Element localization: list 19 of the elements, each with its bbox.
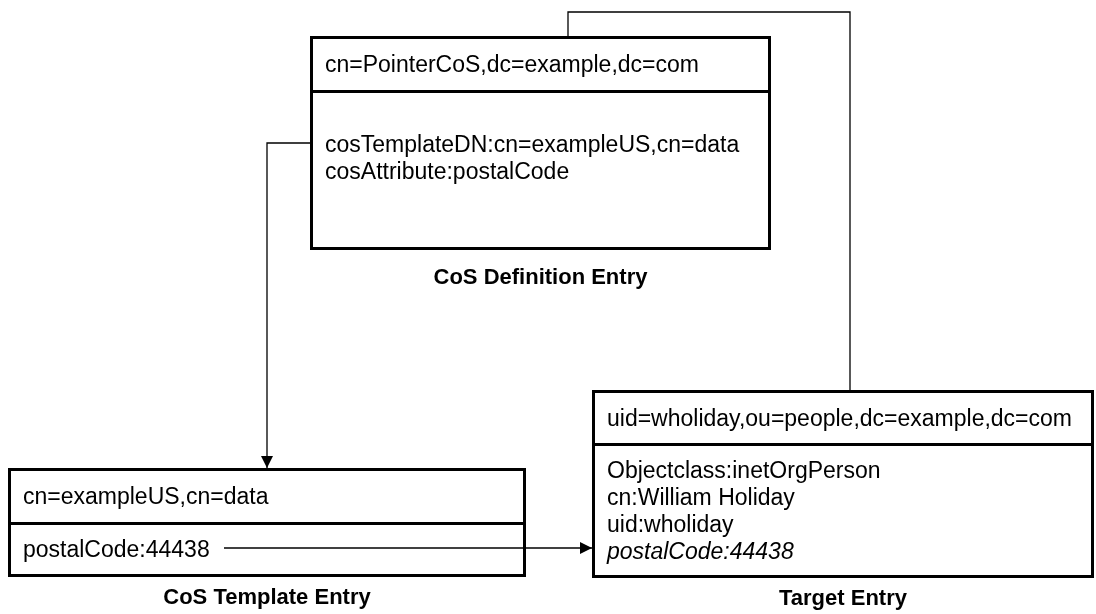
attribute-line: postalCode:44438 [23, 536, 210, 563]
attribute-line: cosAttribute:postalCode [325, 158, 570, 185]
entry-dn: cn=PointerCoS,dc=example,dc=com [325, 51, 699, 78]
attribute-line: uid:wholiday [607, 511, 734, 538]
entry-box [8, 468, 526, 577]
attribute-line: postalCode:44438 [607, 538, 794, 565]
entry-caption: CoS Definition Entry [433, 264, 648, 289]
arrow [261, 142, 311, 469]
entry-caption: Target Entry [779, 585, 907, 610]
attribute-line: Objectclass:inetOrgPerson [607, 457, 881, 484]
entry-box [310, 36, 771, 250]
entry-caption: CoS Template Entry [163, 584, 371, 609]
arrow [223, 542, 593, 554]
attribute-line: cosTemplateDN:cn=exampleUS,cn=data [325, 131, 740, 158]
entry-dn: cn=exampleUS,cn=data [23, 483, 269, 510]
entry-dn: uid=wholiday,ou=people,dc=example,dc=com [607, 404, 1072, 432]
entry-box [592, 390, 1094, 578]
connector-line [567, 11, 851, 391]
attribute-line: cn:William Holiday [607, 484, 795, 511]
